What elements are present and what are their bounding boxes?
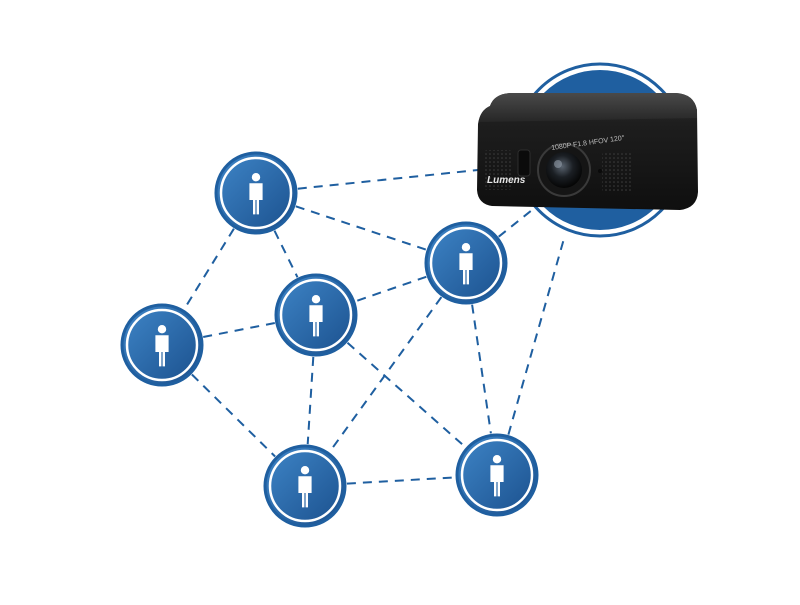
connection-line-6: [355, 275, 427, 303]
camera-brand-label: Lumens: [487, 175, 526, 186]
person-node-3: [424, 221, 508, 305]
person-node-6: [455, 433, 539, 517]
person-node-2: [120, 303, 204, 387]
connection-line-2: [295, 205, 427, 251]
connection-line-11: [306, 356, 315, 445]
connection-line-10: [191, 373, 276, 458]
connection-line-5: [498, 209, 533, 238]
person-node-4: [274, 273, 358, 357]
connection-lines: [183, 169, 566, 485]
webcam-icon: [477, 93, 698, 210]
connection-line-3: [273, 230, 299, 278]
connection-line-4: [183, 228, 235, 310]
connection-line-1: [297, 169, 479, 190]
person-node-1: [214, 151, 298, 235]
person-node-5: [263, 444, 347, 528]
camera-device: 1080P F1.8 HFOV 120° Lumens: [477, 62, 698, 238]
connection-line-14: [507, 234, 566, 435]
connection-line-13: [346, 476, 456, 485]
connection-line-9: [203, 322, 275, 338]
connection-line-12: [346, 342, 467, 448]
person-nodes: [120, 151, 539, 528]
connection-line-8: [471, 304, 492, 434]
